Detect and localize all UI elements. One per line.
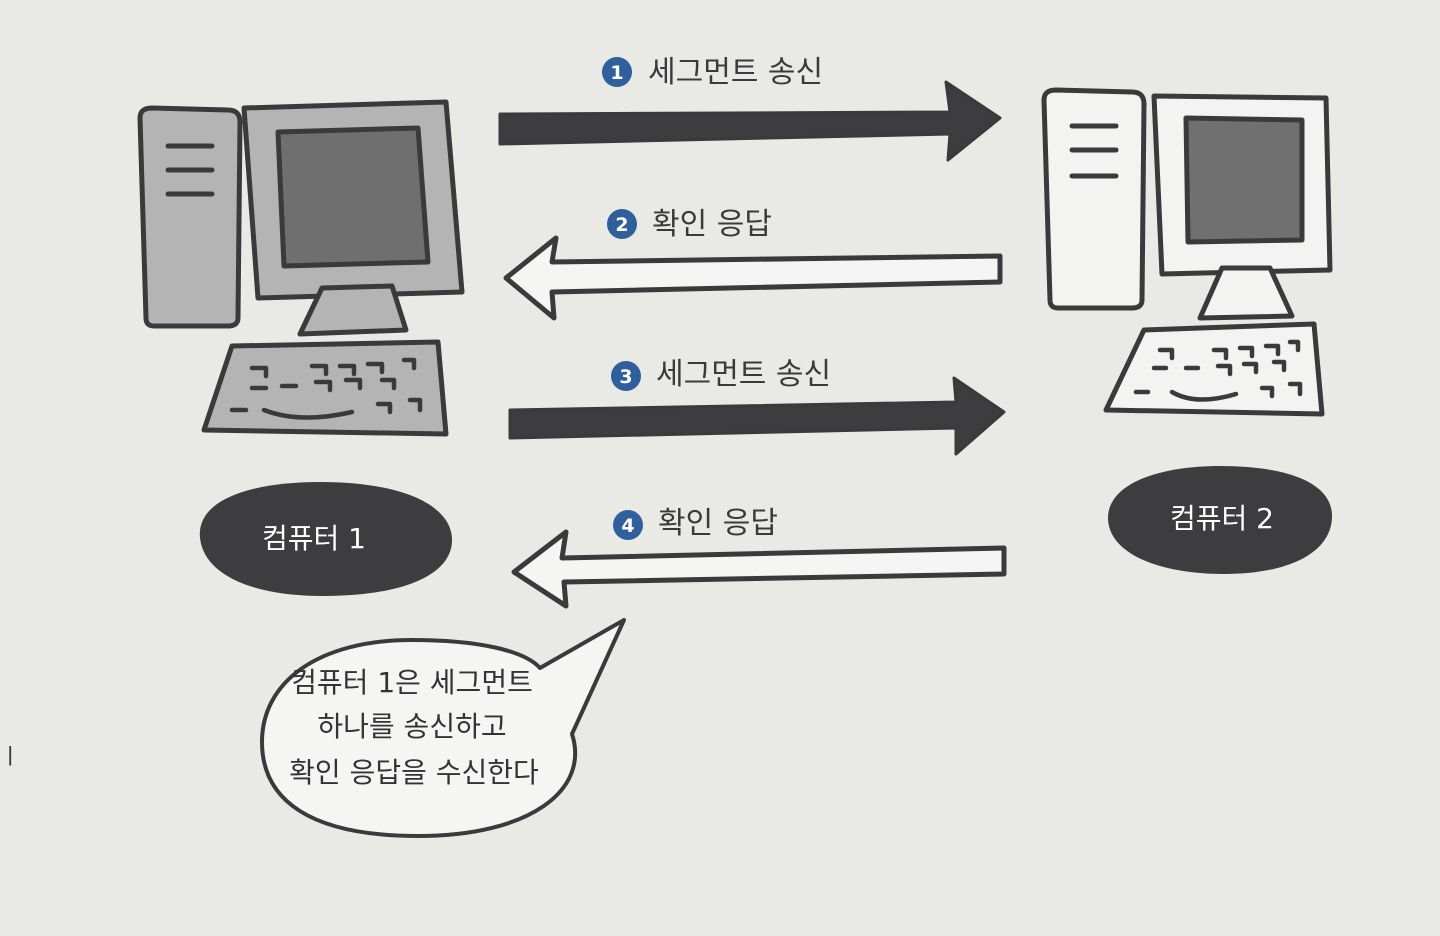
step-2-number: 2 [615, 214, 628, 236]
computer-1-label-oval [199, 482, 452, 596]
step-3-badge [611, 361, 641, 391]
arrow-4-ack [511, 529, 1007, 609]
computer-2-tower [1041, 87, 1147, 311]
computer-2-icon [1041, 87, 1333, 417]
step-4-label: 4 확인 응답 [613, 506, 778, 541]
computer-1-stand [297, 283, 409, 337]
step-3-number: 3 [619, 366, 632, 388]
callout-line-1: 컴퓨터 1은 세그먼트 [291, 666, 533, 699]
computer-2-stand [1197, 265, 1295, 321]
computer-2-screen [1183, 115, 1305, 245]
computer-1-keys [229, 357, 423, 420]
margin-mark: ㅣ [0, 745, 20, 770]
computer-2-keys [1133, 339, 1303, 402]
computer-1-keyboard [201, 339, 449, 437]
callout-shape [260, 618, 626, 838]
step-3-text: 세그먼트 송신 [656, 357, 831, 392]
step-2-label: 2 확인 응답 [607, 207, 772, 242]
callout-line-2: 하나를 송신하고 [317, 710, 506, 743]
computer-1-icon [137, 99, 465, 437]
step-1-label: 1 세그먼트 송신 [602, 55, 823, 90]
computer-2-label-text: 컴퓨터 2 [1170, 502, 1274, 535]
step-2-badge [607, 209, 637, 239]
computer-2-label-oval [1108, 466, 1332, 574]
arrow-2-ack [503, 235, 1003, 321]
step-1-text: 세그먼트 송신 [648, 55, 823, 90]
step-1-badge [602, 57, 632, 87]
step-4-number: 4 [621, 515, 634, 537]
computer-1-label-text: 컴퓨터 1 [262, 522, 366, 555]
step-2-text: 확인 응답 [652, 207, 772, 242]
callout-bubble: 컴퓨터 1은 세그먼트 하나를 송신하고 확인 응답을 수신한다 [260, 618, 626, 838]
step-1-number: 1 [610, 62, 623, 84]
computer-2-label: 컴퓨터 2 [1108, 466, 1332, 574]
computer-1-screen [275, 125, 431, 269]
computer-1-tower [137, 105, 243, 329]
callout-line-3: 확인 응답을 수신한다 [289, 756, 539, 789]
arrow-3-send [508, 376, 1006, 456]
step-4-badge [613, 510, 643, 540]
step-3-label: 3 세그먼트 송신 [611, 357, 831, 392]
arrow-1-send [498, 80, 1002, 162]
computer-1-label: 컴퓨터 1 [199, 482, 452, 596]
step-4-text: 확인 응답 [658, 506, 778, 541]
